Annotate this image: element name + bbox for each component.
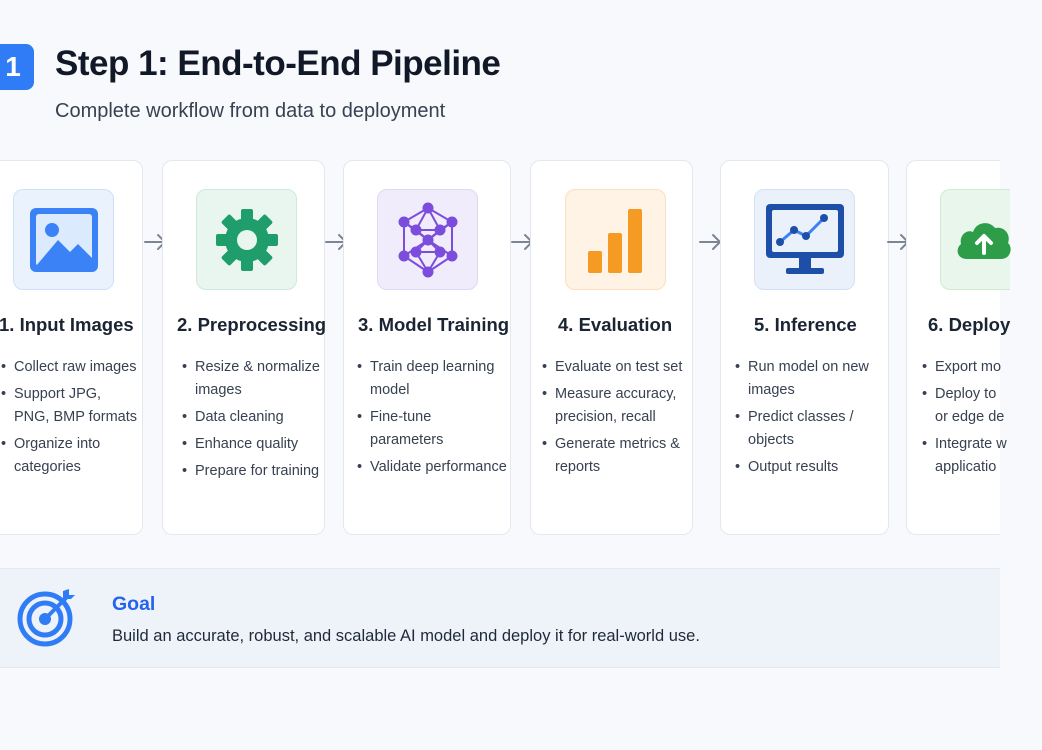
step-title: 4. Evaluation <box>558 314 673 335</box>
step-bullets: Resize & normalize images Data cleaning … <box>182 356 320 487</box>
cloud-upload-icon <box>957 222 1011 259</box>
image-icon-tile <box>13 189 114 290</box>
list-item: or edge de <box>935 409 1005 425</box>
target-icon <box>17 589 75 647</box>
step-number: 1 <box>5 51 21 82</box>
step-bullets: Export mo Deploy to or edge de Integrate… <box>922 356 1042 483</box>
goal-title: Goal <box>112 593 156 615</box>
list-item: Prepare for training <box>182 460 320 483</box>
list-item: Output results <box>735 456 885 479</box>
step-title: 3. Model Training <box>358 314 510 335</box>
monitor-chart-icon <box>765 203 844 274</box>
list-item: Enhance quality <box>182 433 320 456</box>
step-title: 6. Deploy <box>928 314 1011 335</box>
list-item: Deploy to <box>922 383 1042 406</box>
list-item: Fine-tune parameters <box>357 406 507 452</box>
list-item: Train deep learning model <box>357 356 507 402</box>
gear-icon <box>215 208 278 271</box>
goal-banner: Goal Build an accurate, robust, and scal… <box>0 568 1000 668</box>
step-title: 2. Preprocessing <box>177 314 327 335</box>
step-card-inference: 5. Inference Run model on new images Pre… <box>720 160 889 535</box>
step-bullets: Train deep learning model Fine-tune para… <box>357 356 507 483</box>
step-title: 1. Input Images <box>0 314 134 335</box>
image-icon <box>29 207 98 272</box>
step-card-evaluation: 4. Evaluation Evaluate on test set Measu… <box>530 160 693 535</box>
list-item: Integrate w <box>922 433 1042 456</box>
list-item: Collect raw images <box>1 356 139 379</box>
list-item: Measure accuracy, precision, recall <box>542 383 690 429</box>
bar-chart-icon-tile <box>565 189 666 290</box>
list-item: Generate metrics & reports <box>542 433 690 479</box>
list-item: Run model on new images <box>735 356 885 402</box>
list-item: Support JPG, PNG, BMP formats <box>1 383 139 429</box>
list-item: Data cleaning <box>182 406 320 429</box>
gear-icon-tile <box>196 189 297 290</box>
step-number-badge: 1 <box>0 44 34 90</box>
list-item: applicatio <box>935 459 997 475</box>
step-card-input-images: 1. Input Images Collect raw images Suppo… <box>0 160 143 535</box>
goal-text: Build an accurate, robust, and scalable … <box>112 627 700 645</box>
step-bullets: Collect raw images Support JPG, PNG, BMP… <box>1 356 139 483</box>
step-card-model-training: 3. Model Training Train deep learning mo… <box>343 160 511 535</box>
cloud-upload-icon-tile <box>940 189 1011 290</box>
list-item: Organize into categories <box>1 433 139 479</box>
monitor-chart-icon-tile <box>754 189 855 290</box>
step-bullets: Run model on new images Predict classes … <box>735 356 885 483</box>
list-item: Export mo <box>922 356 1042 379</box>
neural-network-icon <box>398 202 457 277</box>
list-item: Validate performance <box>357 456 507 479</box>
list-item: Predict classes / objects <box>735 406 885 452</box>
step-title: 5. Inference <box>754 314 857 335</box>
page-title: Step 1: End-to-End Pipeline <box>55 44 501 83</box>
page-subtitle: Complete workflow from data to deploymen… <box>55 100 446 122</box>
bar-chart-icon <box>587 208 642 273</box>
step-bullets: Evaluate on test set Measure accuracy, p… <box>542 356 690 483</box>
list-item: Evaluate on test set <box>542 356 690 379</box>
step-card-preprocessing: 2. Preprocessing Resize & normalize imag… <box>162 160 327 535</box>
list-item: Resize & normalize images <box>182 356 320 402</box>
step-card-deploy: 6. Deploy Export mo Deploy to or edge de… <box>906 160 1011 535</box>
neural-network-icon-tile <box>377 189 478 290</box>
